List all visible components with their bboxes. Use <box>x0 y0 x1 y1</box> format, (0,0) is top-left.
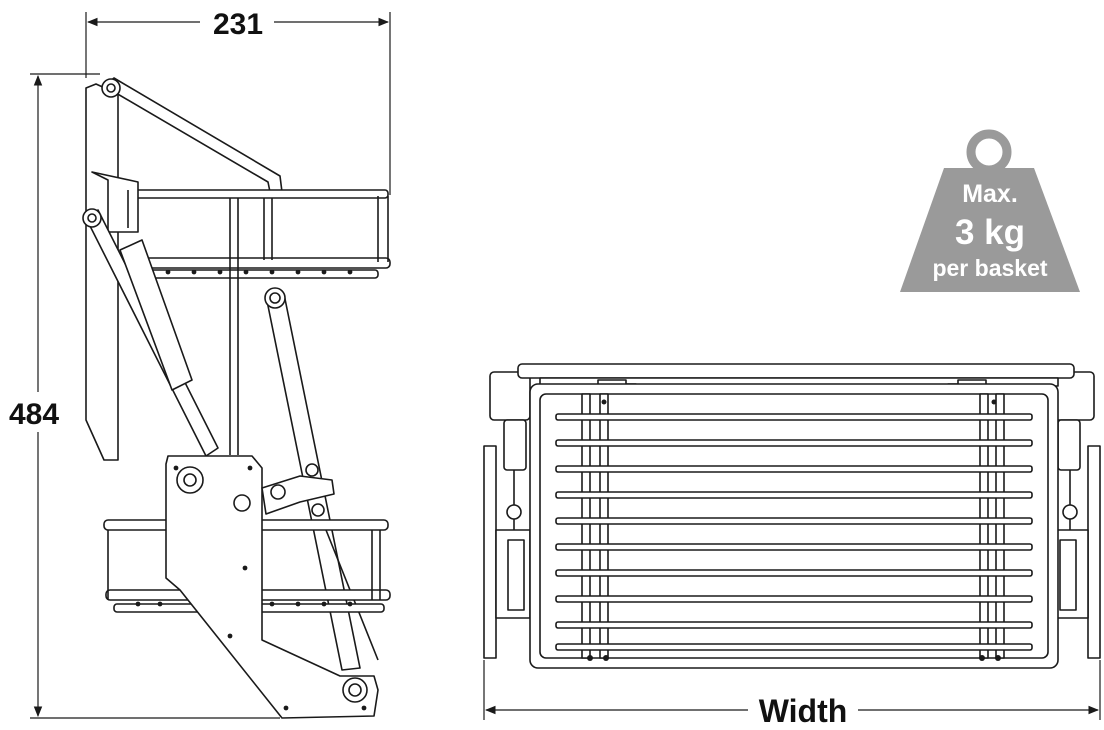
front-view <box>483 363 1101 669</box>
basket-wires <box>555 413 1033 651</box>
weight-icon <box>900 129 1080 292</box>
width-dimension <box>483 660 1101 720</box>
depth-value: 231 <box>213 8 263 41</box>
badge-line-weight: 3 kg <box>955 213 1025 252</box>
depth-dimension <box>85 12 391 195</box>
side-view <box>82 77 391 719</box>
height-value: 484 <box>9 398 59 431</box>
height-dimension <box>30 73 280 719</box>
badge-line-per-basket: per basket <box>932 255 1047 281</box>
width-label: Width <box>759 693 848 729</box>
badge-line-max: Max. <box>962 180 1018 208</box>
